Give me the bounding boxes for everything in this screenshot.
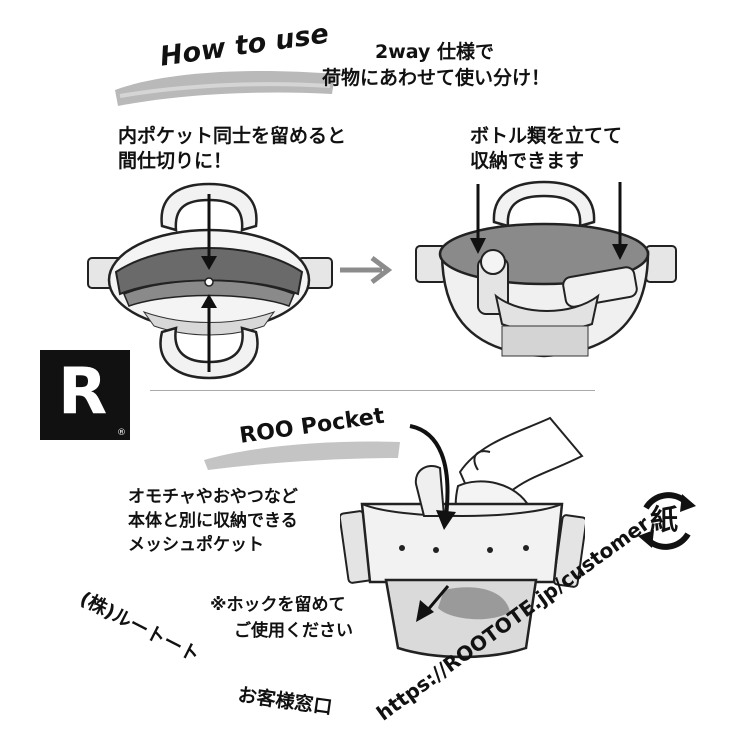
left-caption-line-1: 内ポケット同士を留めると <box>118 125 347 147</box>
bag-bottle-illustration <box>415 180 677 358</box>
transition-arrow-icon <box>340 256 393 284</box>
pocket-desc-line-2: 本体と別に収納できる <box>128 511 298 531</box>
brand-logo: R ® <box>40 350 130 440</box>
roo-pocket-illustration <box>340 416 585 659</box>
contact-label: お客様窓口 <box>236 683 334 719</box>
pocket-note-line-2: ご使用ください <box>234 621 353 641</box>
paper-recycle-icon <box>638 492 696 550</box>
pocket-note-line-1: ※ホックを留めて <box>210 595 346 615</box>
registered-mark: ® <box>117 428 126 438</box>
pocket-desc-line-3: メッシュポケット <box>128 535 264 555</box>
logo-letter: R <box>58 355 108 429</box>
how-to-use-brush <box>115 71 335 106</box>
roo-pocket-brush <box>204 441 400 470</box>
pocket-desc-line-1: オモチャやおやつなど <box>128 487 298 507</box>
recycle-label: 紙 <box>650 503 679 536</box>
feature-line-2: 荷物にあわせて使い分け！ <box>322 67 551 89</box>
left-caption-line-2: 間仕切りに！ <box>118 150 233 172</box>
right-caption-line-1: ボトル類を立てて <box>470 125 623 147</box>
right-caption-line-2: 収納できます <box>470 150 585 172</box>
company-name: (株)ルートート <box>76 587 204 667</box>
section-divider <box>150 390 595 391</box>
bag-divided-illustration <box>87 182 333 380</box>
feature-line-1: 2way 仕様で <box>375 41 495 63</box>
